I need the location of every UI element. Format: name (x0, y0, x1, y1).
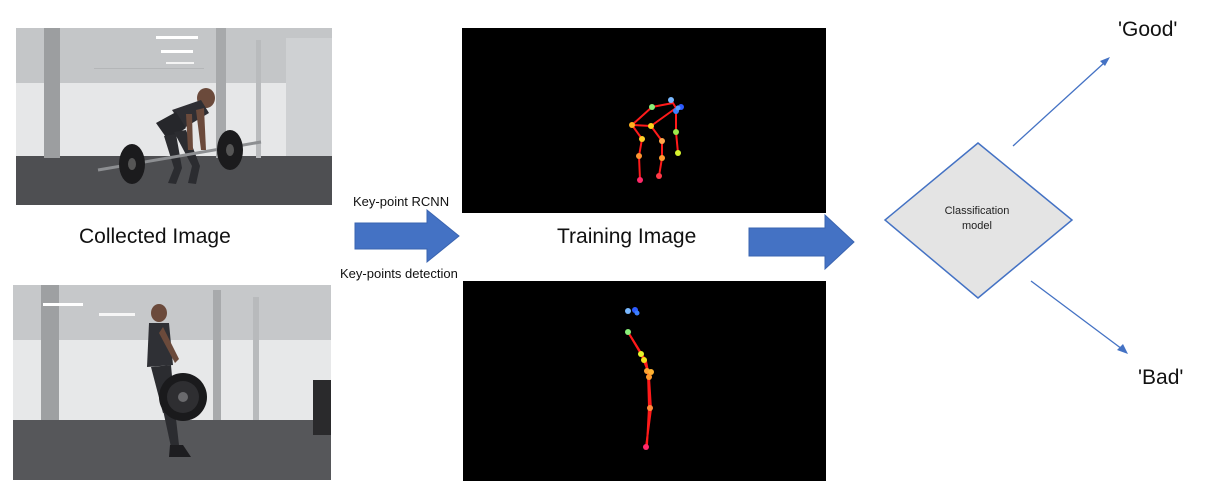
classification-diamond (883, 142, 1074, 299)
keypoint-rcnn-label: Key-point RCNN (353, 194, 450, 209)
arrow-to-good (1012, 57, 1110, 147)
bad-label: 'Bad' (1138, 366, 1184, 389)
classification-model-label: Classification model (915, 204, 1039, 234)
arrow-to-bad (1030, 280, 1128, 354)
keypoint-image-top (462, 28, 826, 213)
arrow-to-classifier (748, 213, 855, 271)
collected-image-label: Collected Image (79, 225, 231, 248)
collected-photo-bottom (13, 285, 331, 480)
training-image-label: Training Image (557, 225, 697, 248)
classification-label-line1: Classification (944, 205, 1010, 217)
good-label: 'Good' (1118, 18, 1178, 41)
keypoint-image-bottom (463, 281, 826, 481)
arrow-to-training (354, 208, 460, 264)
collected-photo-top (16, 28, 332, 205)
keypoints-detection-label: Key-points detection (340, 266, 458, 281)
classification-label-line2: model (962, 220, 992, 232)
